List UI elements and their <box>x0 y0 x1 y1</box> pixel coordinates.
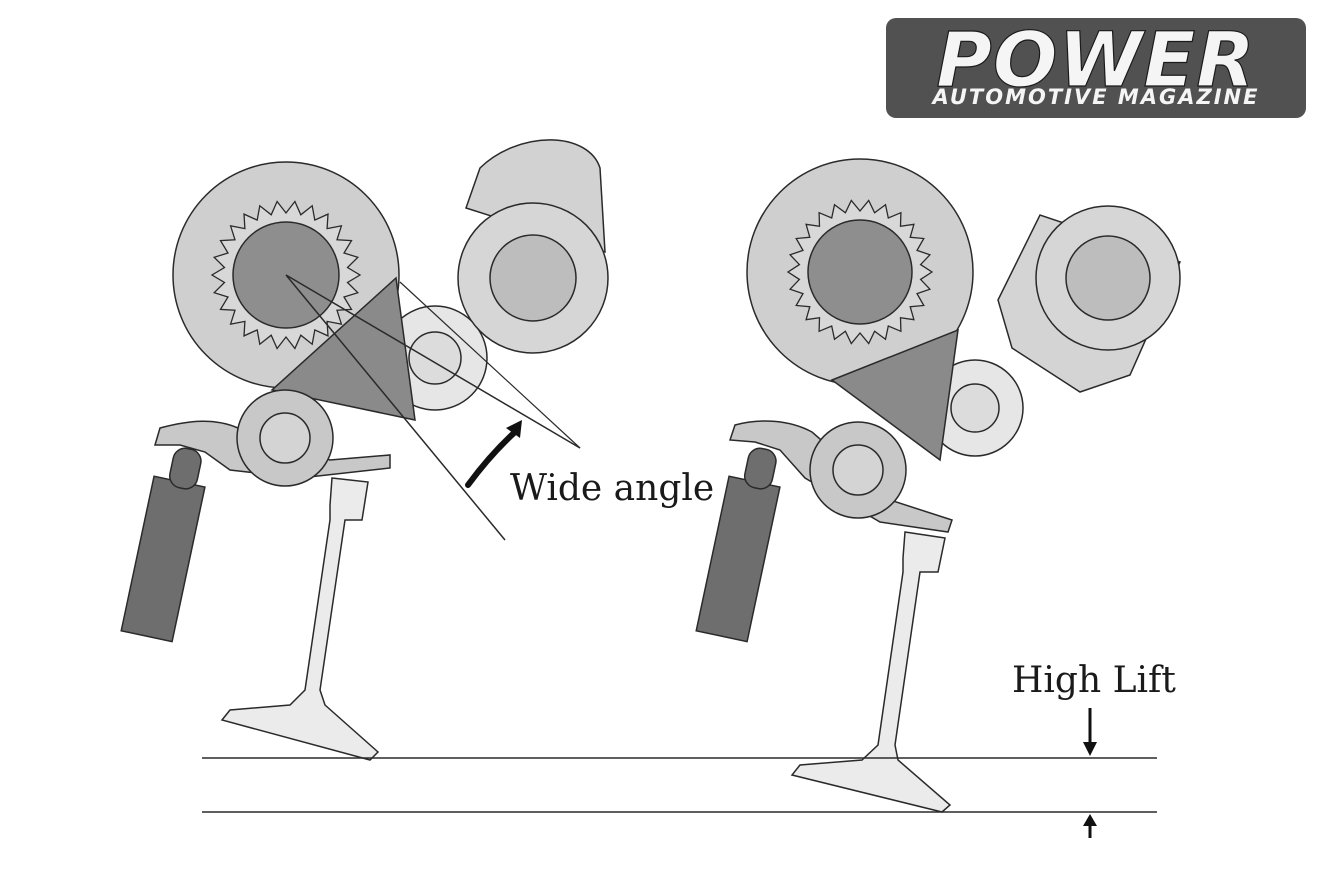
wide-angle-arrow <box>465 420 522 488</box>
left-angle-line-2 <box>285 274 581 449</box>
high-lift-label: High Lift <box>1012 660 1176 701</box>
right-valve-assembly <box>695 158 1182 813</box>
logo-shadow <box>886 18 1306 118</box>
right-valve <box>790 531 952 813</box>
right-rocker-shaft-cylinder <box>997 205 1182 393</box>
left-lash-adjuster <box>120 447 206 643</box>
left-angle-line-3 <box>399 281 581 449</box>
right-rocker-roller-hub <box>832 444 884 496</box>
left-secondary-roller-hub <box>408 331 462 385</box>
right-lash-adjuster <box>695 447 781 643</box>
logo-subtitle: AUTOMOTIVE MAGAZINE <box>931 85 1260 109</box>
power-logo: POWER AUTOMOTIVE MAGAZINE <box>886 14 1306 118</box>
left-rocker-roller-hub <box>259 412 311 464</box>
right-cam-lobe <box>830 328 959 462</box>
left-angle-line-1 <box>285 274 506 541</box>
left-valve-assembly <box>120 139 609 761</box>
left-valve <box>220 477 380 761</box>
right-cam-hub <box>807 219 913 325</box>
right-secondary-roller-hub <box>950 383 1000 433</box>
logo-title: POWER <box>936 15 1256 104</box>
high-lift-arrows <box>1083 708 1097 838</box>
left-rocker-shaft-cylinder <box>457 139 609 354</box>
wide-angle-label: Wide angle <box>510 468 714 509</box>
